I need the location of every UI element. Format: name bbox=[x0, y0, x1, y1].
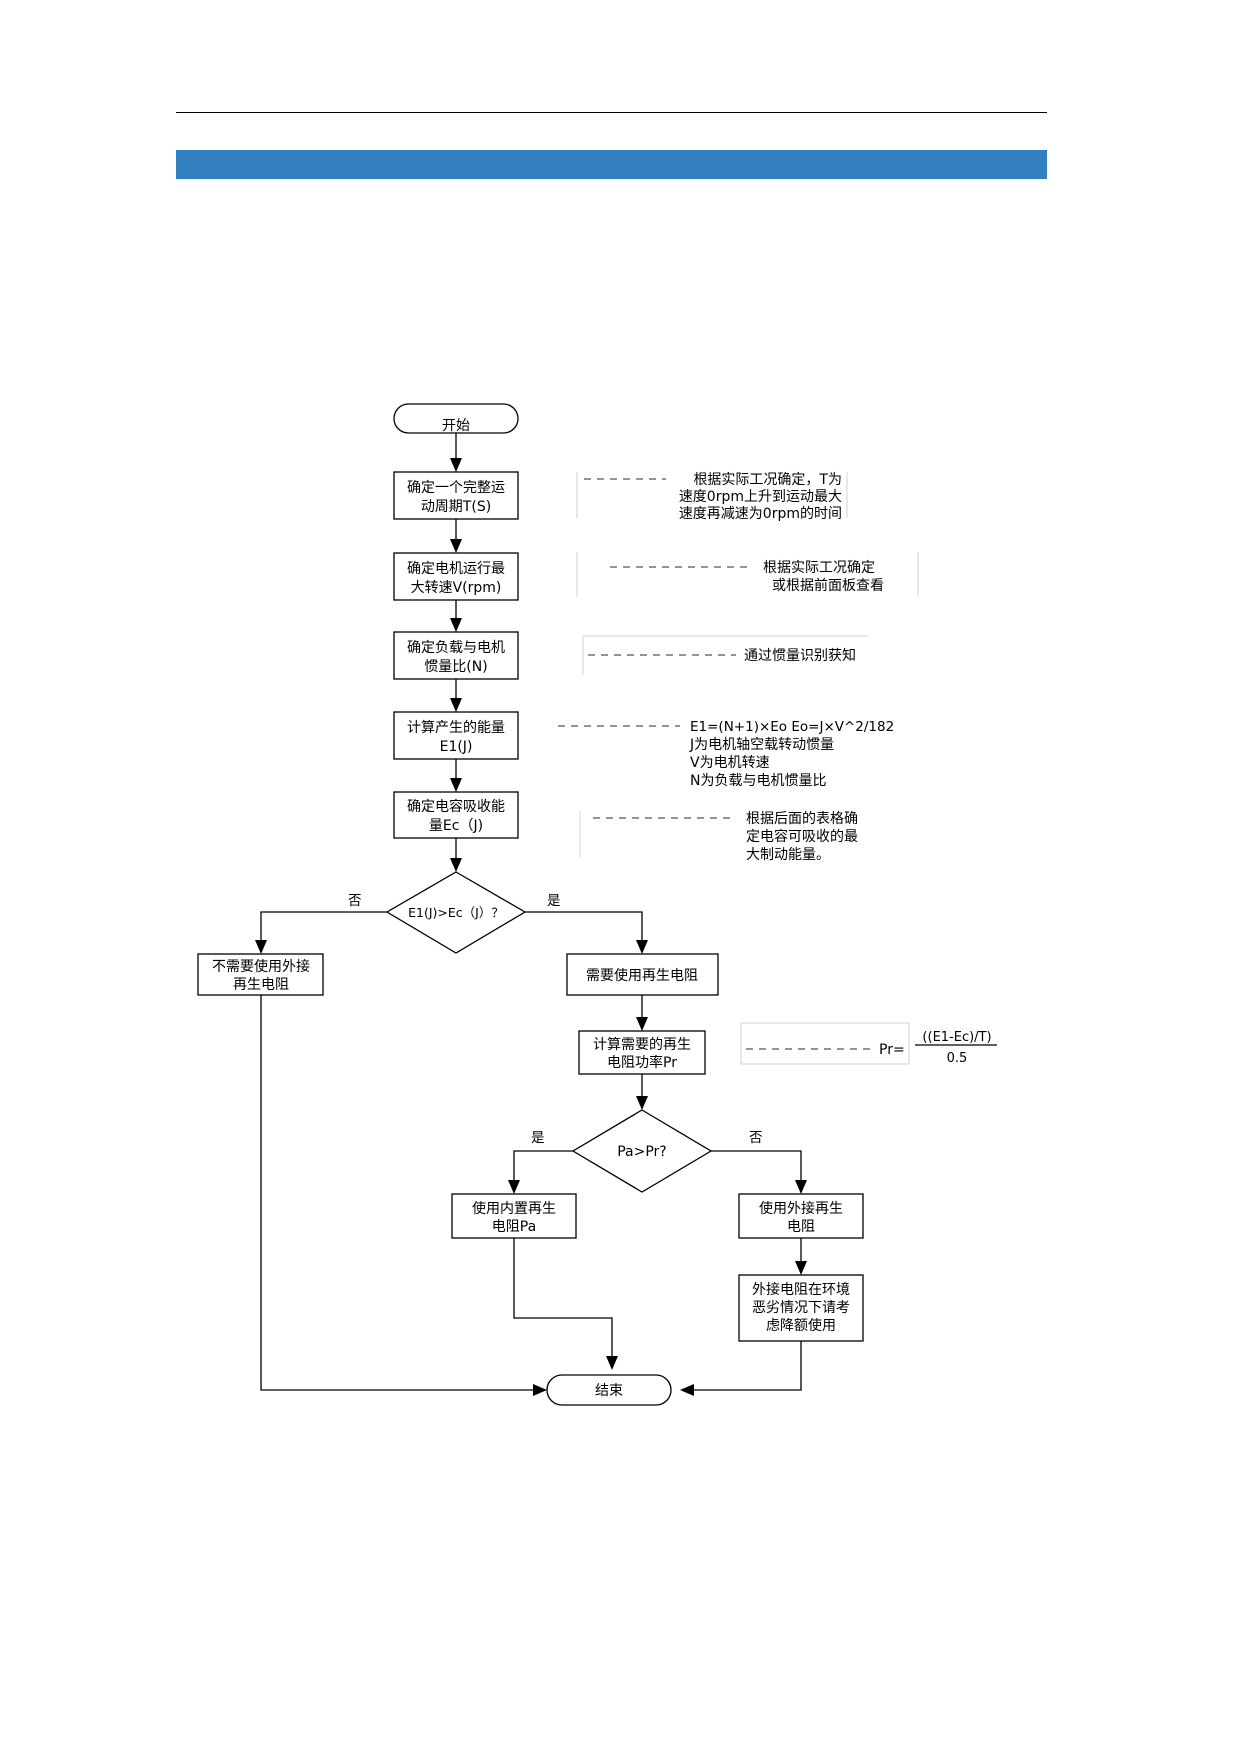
step-line: 确定一个完整运 bbox=[407, 480, 505, 496]
annotation-inertia: 通过惯量识别获知 bbox=[582, 635, 868, 675]
step-line: 确定电容吸收能 bbox=[407, 798, 505, 815]
step-need-resistor: 需要使用再生电阻 bbox=[566, 953, 719, 996]
step-line: 确定电机运行最 bbox=[407, 561, 505, 577]
end-terminal: 结束 bbox=[546, 1374, 672, 1406]
step-line: 量Ec（J) bbox=[429, 818, 483, 834]
start-label: 开始 bbox=[442, 418, 470, 434]
annotation-line: 根据实际工况确定 bbox=[763, 560, 875, 576]
arrow-head bbox=[680, 1384, 694, 1396]
decision-energy-compare: E1(J)>Ec（J）？ bbox=[385, 871, 527, 954]
arrow-head bbox=[636, 940, 648, 954]
step-line: 外接电阻在环境 bbox=[752, 1281, 850, 1298]
step-line: 电阻 bbox=[787, 1219, 815, 1235]
branch-label-yes: 是 bbox=[531, 1130, 545, 1146]
step-line: 电阻功率Pr bbox=[607, 1054, 677, 1071]
arrow-head bbox=[255, 940, 267, 954]
decision-text: Pa>Pr? bbox=[617, 1144, 667, 1160]
decision-power-compare: Pa>Pr? bbox=[571, 1109, 713, 1193]
formula-numerator: ((E1-Ec)/T) bbox=[922, 1030, 991, 1045]
step-capacitor-energy: 确定电容吸收能 量Ec（J) bbox=[393, 791, 519, 839]
formula-prefix: Pr= bbox=[879, 1042, 905, 1058]
step-line: 确定负载与电机 bbox=[407, 640, 505, 656]
step-line: 虑降额使用 bbox=[766, 1317, 836, 1334]
annotation-line: J为电机轴空载转动惯量 bbox=[689, 736, 834, 753]
annotation-line: V为电机转速 bbox=[690, 755, 770, 771]
step-line: 计算需要的再生 bbox=[593, 1037, 691, 1053]
arrow-head bbox=[636, 1017, 648, 1031]
annotation-formula: E1=(N+1)×Eo Eo=J×V^2/182 bbox=[690, 719, 894, 735]
arrow-head bbox=[450, 858, 462, 872]
arrow-head bbox=[795, 1261, 807, 1275]
annotation-line: 速度再减速为0rpm的时间 bbox=[679, 506, 842, 522]
step-line: 大转速V(rpm) bbox=[411, 580, 502, 596]
step-line: 不需要使用外接 bbox=[212, 958, 310, 975]
connectors bbox=[255, 433, 807, 1396]
arrow-head bbox=[533, 1384, 547, 1396]
connector-d1-no bbox=[260, 911, 387, 940]
annotation-line: N为负载与电机惯量比 bbox=[690, 772, 826, 789]
decision-text: E1(J)>Ec（J）？ bbox=[408, 905, 504, 920]
connector-internal-end bbox=[513, 1238, 613, 1356]
step-line: 再生电阻 bbox=[233, 977, 289, 993]
step-line: 动周期T(S) bbox=[421, 499, 491, 515]
step-derating-note: 外接电阻在环境 恶劣情况下请考 虑降额使用 bbox=[738, 1274, 864, 1342]
annotation-line: 速度0rpm上升到运动最大 bbox=[679, 489, 842, 505]
annotation-line: 通过惯量识别获知 bbox=[744, 647, 856, 664]
connector-d2-yes bbox=[513, 1150, 573, 1180]
annotation-power-formula: Pr= ((E1-Ec)/T) 0.5 bbox=[740, 1022, 997, 1066]
step-no-external-resistor: 不需要使用外接 再生电阻 bbox=[197, 953, 324, 996]
arrow-head bbox=[450, 458, 462, 472]
section-title-bar bbox=[176, 150, 1047, 179]
annotation-line: 根据后面的表格确 bbox=[746, 811, 858, 827]
end-label: 结束 bbox=[595, 1383, 623, 1399]
annotation-energy-formula: E1=(N+1)×Eo Eo=J×V^2/182 J为电机轴空载转动惯量 V为电… bbox=[558, 719, 894, 789]
connector-derate-end bbox=[694, 1341, 802, 1391]
arrow-head bbox=[636, 1096, 648, 1110]
arrow-head bbox=[450, 778, 462, 792]
connector-d2-no bbox=[711, 1150, 802, 1180]
step-line: 惯量比(N) bbox=[424, 658, 487, 675]
start-terminal: 开始 bbox=[393, 403, 519, 434]
arrow-head bbox=[450, 618, 462, 632]
branch-label-no: 否 bbox=[749, 1130, 763, 1146]
header-rule bbox=[176, 112, 1047, 113]
formula-denominator: 0.5 bbox=[947, 1051, 968, 1066]
arrow-head bbox=[450, 539, 462, 553]
step-external-resistor: 使用外接再生 电阻 bbox=[738, 1193, 864, 1239]
branch-label-yes: 是 bbox=[547, 893, 561, 909]
step-line: 电阻Pa bbox=[492, 1219, 536, 1235]
connector-d1-yes bbox=[525, 911, 643, 940]
annotation-cycle: 根据实际工况确定，T为 速度0rpm上升到运动最大 速度再减速为0rpm的时间 bbox=[576, 472, 848, 522]
annotation-line: 定电容可吸收的最 bbox=[746, 828, 858, 845]
step-calc-energy: 计算产生的能量 E1(J) bbox=[393, 711, 519, 760]
step-line: 使用外接再生 bbox=[759, 1200, 843, 1217]
annotation-line: 或根据前面板查看 bbox=[772, 577, 884, 594]
connector-noresistor-end bbox=[260, 995, 533, 1391]
step-max-speed: 确定电机运行最 大转速V(rpm) bbox=[393, 552, 519, 601]
step-inertia-ratio: 确定负载与电机 惯量比(N) bbox=[393, 631, 519, 680]
step-line: 需要使用再生电阻 bbox=[586, 967, 698, 984]
step-calc-power: 计算需要的再生 电阻功率Pr bbox=[578, 1030, 706, 1075]
annotation-line: 根据实际工况确定，T为 bbox=[693, 472, 842, 488]
step-internal-resistor: 使用内置再生 电阻Pa bbox=[451, 1193, 577, 1239]
branch-label-no: 否 bbox=[348, 893, 362, 909]
arrow-head bbox=[795, 1180, 807, 1194]
annotation-max-speed: 根据实际工况确定 或根据前面板查看 bbox=[576, 552, 919, 597]
step-line: 计算产生的能量 bbox=[407, 720, 505, 736]
step-line: E1(J) bbox=[440, 739, 473, 755]
arrow-head bbox=[508, 1180, 520, 1194]
arrow-head bbox=[450, 698, 462, 712]
arrow-head bbox=[606, 1356, 618, 1370]
annotation-line: 大制动能量。 bbox=[746, 847, 830, 863]
step-line: 使用内置再生 bbox=[472, 1200, 556, 1217]
step-line: 恶劣情况下请考 bbox=[752, 1300, 850, 1316]
annotation-capacitor: 根据后面的表格确 定电容可吸收的最 大制动能量。 bbox=[579, 811, 858, 863]
step-determine-cycle: 确定一个完整运 动周期T(S) bbox=[393, 471, 519, 520]
